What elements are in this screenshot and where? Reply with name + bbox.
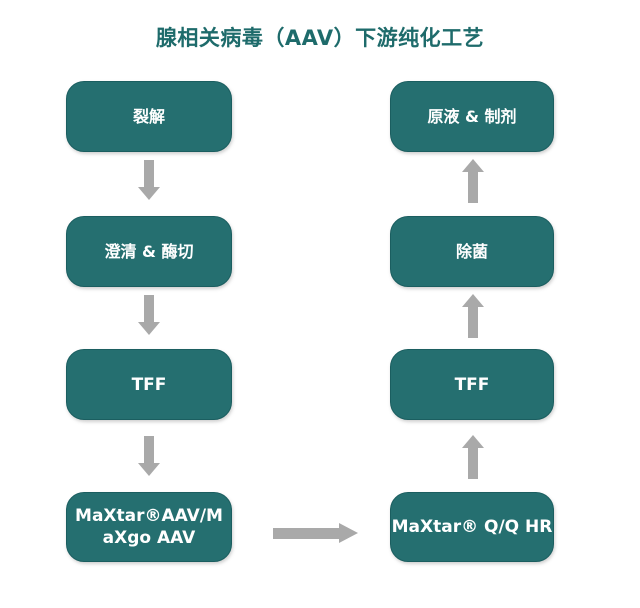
arrow-shaft: [468, 307, 478, 338]
arrow-down-icon: [138, 160, 160, 200]
arrow-head: [339, 523, 358, 543]
step-box-maxtar-qq-hr: MaXtar® Q/Q HR: [390, 492, 554, 562]
step-box-tff-left: TFF: [66, 349, 232, 420]
arrow-right-icon: [273, 523, 358, 544]
step-box-lysis: 裂解: [66, 81, 232, 152]
arrow-shaft: [144, 160, 154, 187]
arrow-head: [138, 187, 160, 200]
step-box-clarification-digestion: 澄清 & 酶切: [66, 216, 232, 287]
step-box-bulk-formulation: 原液 & 制剂: [390, 81, 554, 152]
arrow-head: [138, 322, 160, 335]
arrow-head: [462, 435, 484, 448]
arrow-shaft: [273, 528, 339, 539]
arrow-head: [138, 463, 160, 476]
arrow-up-icon: [462, 435, 484, 479]
arrow-shaft: [468, 448, 478, 479]
arrow-head: [462, 159, 484, 172]
arrow-head: [462, 294, 484, 307]
arrow-up-icon: [462, 159, 484, 203]
arrow-shaft: [144, 295, 154, 322]
arrow-up-icon: [462, 294, 484, 338]
arrow-shaft: [144, 436, 154, 463]
arrow-down-icon: [138, 295, 160, 335]
step-box-sterile-filtration: 除菌: [390, 216, 554, 287]
step-box-maxtar-aav: MaXtar®AAV/M aXgo AAV: [66, 492, 232, 562]
step-box-tff-right: TFF: [390, 349, 554, 420]
arrow-down-icon: [138, 436, 160, 476]
page-title: 腺相关病毒（AAV）下游纯化工艺: [155, 26, 485, 50]
arrow-shaft: [468, 172, 478, 203]
